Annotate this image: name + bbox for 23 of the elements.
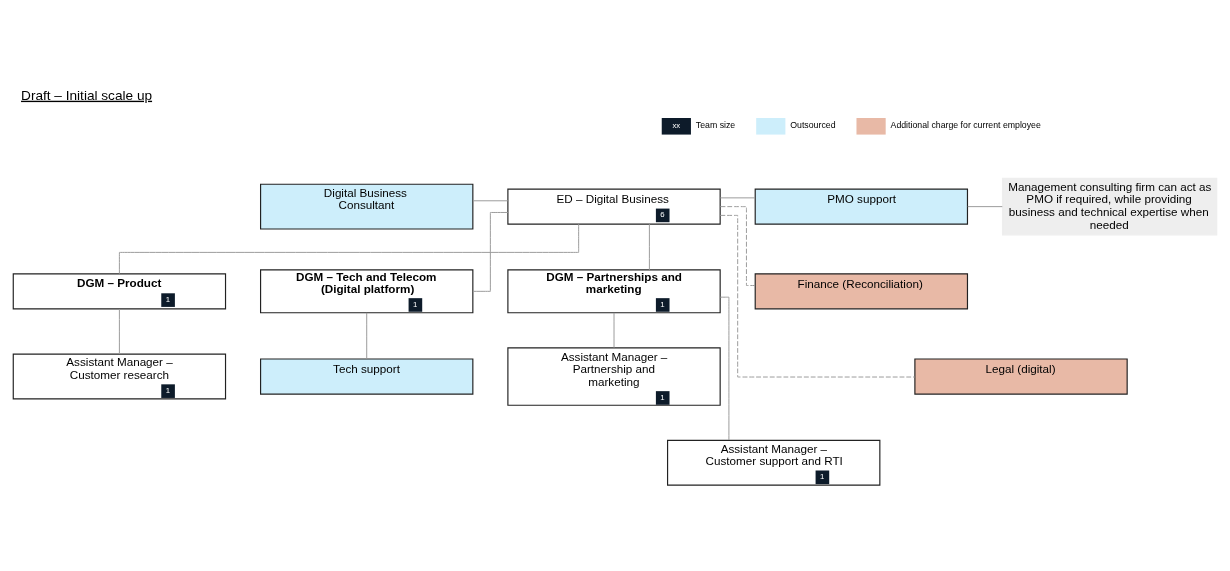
label: xx xyxy=(672,121,681,131)
node-box: Management consulting firm can act as PMO if required, while providing business and technical expertise when needed xyxy=(1001,177,1218,236)
connector xyxy=(613,312,615,349)
connector xyxy=(118,223,580,275)
node-box: Digital Business Consultant xyxy=(260,183,474,230)
node-box: Tech support xyxy=(260,358,474,395)
connector xyxy=(719,296,730,441)
diagram-title: Draft – Initial scale up xyxy=(21,87,153,103)
connector xyxy=(366,312,368,360)
node-box: PMO support xyxy=(754,188,969,225)
connector xyxy=(967,206,1003,208)
connector xyxy=(472,200,509,202)
legend-label: Outsourced xyxy=(790,120,836,131)
node-box: Legal (digital) xyxy=(914,358,1128,395)
connector xyxy=(719,206,756,286)
node-box: Finance (Reconciliation) xyxy=(754,273,969,310)
connector xyxy=(648,223,650,271)
legend-label: Additional charge for current employee xyxy=(890,120,1041,131)
connector xyxy=(719,197,756,199)
connector xyxy=(118,308,120,355)
legend-label: Team size xyxy=(695,120,736,131)
connector xyxy=(472,212,509,292)
connector xyxy=(719,214,916,378)
